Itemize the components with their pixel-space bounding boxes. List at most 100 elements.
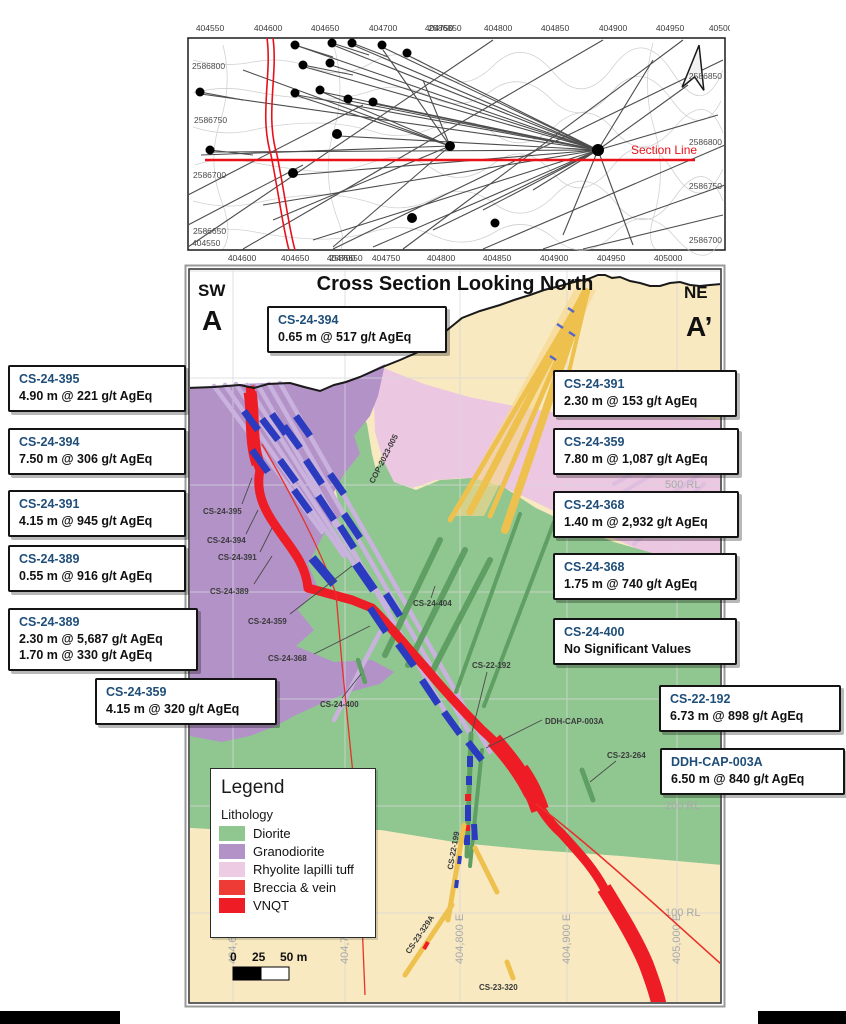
callout-cs-24-391-left: CS-24-391 4.15 m @ 945 g/t AgEq: [8, 490, 186, 537]
svg-text:CS-24-368: CS-24-368: [268, 654, 307, 663]
map-right-labels: 2586850 2586800 2586750 2586700: [689, 71, 722, 245]
drill-traces-yellow-lower: [402, 822, 516, 981]
callout-hole-id: CS-24-389: [19, 552, 80, 566]
callout-hole-id: CS-24-391: [564, 377, 625, 391]
svg-text:CS-24-359: CS-24-359: [248, 617, 287, 626]
svg-text:404750: 404750: [372, 253, 401, 263]
callout-hole-id: CS-22-192: [670, 692, 731, 706]
callout-value: 2.30 m @ 5,687 g/t AgEq: [19, 631, 163, 646]
svg-text:2586650: 2586650: [329, 253, 362, 263]
svg-text:DDH-CAP-003A: DDH-CAP-003A: [545, 717, 604, 726]
map-fault-lines: [264, 37, 296, 251]
svg-text:404650: 404650: [311, 23, 340, 33]
map-top-axis: 404550 404600 404650 404700 404750 25868…: [196, 23, 730, 33]
svg-text:CS-24-404: CS-24-404: [413, 599, 452, 608]
callout-hole-id: CS-24-359: [106, 685, 167, 699]
legend-title: Legend: [221, 777, 285, 798]
svg-text:404850: 404850: [483, 253, 512, 263]
svg-text:CS-24-394: CS-24-394: [207, 536, 246, 545]
legend-item-label: Granodiorite: [253, 844, 325, 859]
svg-text:404750: 404750: [425, 23, 454, 33]
legend-item-label: Rhyolite lapilli tuff: [253, 862, 354, 877]
scale-bar: 0 25 50 m: [230, 950, 307, 981]
topography-line: [190, 274, 720, 393]
callout-cs-24-394-top: CS-24-394 0.65 m @ 517 g/t AgEq: [267, 306, 447, 353]
callout-value: 4.15 m @ 945 g/t AgEq: [19, 513, 153, 528]
callout-value: 1.70 m @ 330 g/t AgEq: [19, 647, 153, 662]
bottom-right-black-bar: [758, 1011, 846, 1024]
callout-hole-id: CS-24-368: [564, 560, 625, 574]
legend-item-label: Diorite: [253, 826, 291, 841]
callout-value: 2.30 m @ 153 g/t AgEq: [564, 393, 698, 408]
svg-text:2586800: 2586800: [192, 61, 225, 71]
svg-text:404900: 404900: [540, 253, 569, 263]
legend-item-granodiorite: Granodiorite: [219, 844, 367, 859]
svg-text:404700: 404700: [369, 23, 398, 33]
callout-value: 4.15 m @ 320 g/t AgEq: [106, 701, 240, 716]
callout-cs-24-368-a: CS-24-368 1.40 m @ 2,932 g/t AgEq: [553, 491, 739, 538]
legend-item-vnqt: VNQT: [219, 898, 367, 913]
svg-text:2586750: 2586750: [689, 181, 722, 191]
svg-text:2586850: 2586850: [428, 23, 461, 33]
callout-value: 6.50 m @ 840 g/t AgEq: [671, 771, 805, 786]
svg-text:CS-22-192: CS-22-192: [472, 661, 511, 670]
map-collar-dots: [195, 38, 604, 228]
svg-text:404800: 404800: [484, 23, 513, 33]
callout-hole-id: CS-24-394: [278, 313, 339, 327]
svg-text:CS-23-264: CS-23-264: [607, 751, 646, 760]
callout-hole-id: CS-24-394: [19, 435, 80, 449]
legend-item-breccia: Breccia & vein: [219, 880, 367, 895]
svg-text:200 RL: 200 RL: [665, 800, 700, 812]
svg-text:405000: 405000: [709, 23, 730, 33]
svg-text:404950: 404950: [656, 23, 685, 33]
callout-hole-id: CS-24-359: [564, 435, 625, 449]
ne-label: NE: [684, 283, 708, 302]
svg-text:404800: 404800: [427, 253, 456, 263]
callout-hole-id: CS-24-389: [19, 615, 80, 629]
callout-cs-24-359-right: CS-24-359 7.80 m @ 1,087 g/t AgEq: [553, 428, 739, 475]
vnqt-swatch: [219, 898, 245, 913]
callout-cs-24-389-b: CS-24-389 2.30 m @ 5,687 g/t AgEq 1.70 m…: [8, 608, 198, 672]
callout-cs-22-192: CS-22-192 6.73 m @ 898 g/t AgEq: [659, 685, 841, 732]
callout-value: No Significant Values: [564, 641, 692, 656]
svg-text:25: 25: [252, 950, 266, 964]
svg-text:404950: 404950: [597, 253, 626, 263]
granodiorite-swatch: [219, 844, 245, 859]
svg-text:405000: 405000: [654, 253, 683, 263]
callout-value: 0.55 m @ 916 g/t AgEq: [19, 568, 153, 583]
legend-subtitle: Lithology: [221, 807, 274, 822]
bottom-left-black-bar: [0, 1011, 120, 1024]
callout-cs-24-368-b: CS-24-368 1.75 m @ 740 g/t AgEq: [553, 553, 737, 600]
intercepts-cs22192: [464, 756, 478, 845]
svg-text:404550: 404550: [192, 238, 221, 248]
callout-cs-24-394-left: CS-24-394 7.50 m @ 306 g/t AgEq: [8, 428, 186, 475]
svg-text:2586850: 2586850: [689, 71, 722, 81]
svg-text:2586700: 2586700: [193, 170, 226, 180]
legend: Legend Lithology Diorite Granodiorite Rh…: [210, 768, 376, 938]
callout-hole-id: CS-24-400: [564, 625, 625, 639]
legend-item-label: Breccia & vein: [253, 880, 337, 895]
callout-cs-24-400: CS-24-400 No Significant Values: [553, 618, 737, 665]
svg-text:0: 0: [230, 950, 237, 964]
section-title: Cross Section Looking North: [317, 273, 594, 295]
section-line-label: Section Line: [631, 143, 697, 157]
svg-text:CS-24-389: CS-24-389: [210, 587, 249, 596]
svg-text:2586700: 2586700: [689, 235, 722, 245]
callout-value: 6.73 m @ 898 g/t AgEq: [670, 708, 804, 723]
callout-ddh-cap-003a: DDH-CAP-003A 6.50 m @ 840 g/t AgEq: [660, 748, 845, 795]
callout-hole-id: DDH-CAP-003A: [671, 755, 763, 769]
svg-text:CS-23-320: CS-23-320: [479, 983, 518, 992]
svg-text:2586800: 2586800: [689, 137, 722, 147]
sw-label: SW: [198, 281, 226, 300]
legend-item-diorite: Diorite: [219, 826, 367, 841]
callout-value: 0.65 m @ 517 g/t AgEq: [278, 329, 412, 344]
callout-hole-id: CS-24-395: [19, 372, 80, 386]
breccia-swatch: [219, 880, 245, 895]
svg-text:50 m: 50 m: [280, 950, 307, 964]
callout-hole-id: CS-24-368: [564, 498, 625, 512]
callout-value: 1.40 m @ 2,932 g/t AgEq: [564, 514, 708, 529]
svg-text:100 RL: 100 RL: [665, 907, 700, 919]
svg-text:404700: 404700: [327, 253, 356, 263]
callout-cs-24-359-left: CS-24-359 4.15 m @ 320 g/t AgEq: [95, 678, 277, 725]
